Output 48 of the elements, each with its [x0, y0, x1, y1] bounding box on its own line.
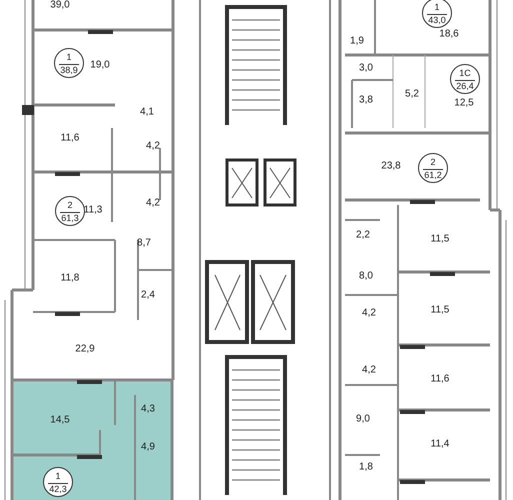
room-area-label: 11,4	[430, 438, 450, 450]
apartment-area: 61,2	[423, 169, 443, 180]
room-area-label: 11,6	[60, 132, 80, 144]
room-count: 1	[54, 471, 62, 481]
room-area-label: 2,2	[356, 230, 370, 240]
room-area-label: 8,7	[137, 238, 151, 248]
room-area-label: 4,2	[362, 308, 376, 318]
apartment-badge	[418, 153, 448, 183]
room-area-label: 4,1	[140, 106, 154, 118]
room-area-label: 22,9	[75, 344, 95, 354]
room-area-label: 11,8	[60, 272, 80, 284]
room-area-label: 14,5	[50, 414, 70, 426]
room-area-label: 11,5	[430, 304, 450, 316]
apartment-area: 38,9	[59, 64, 79, 75]
apartment-area: 43,0	[427, 14, 447, 25]
room-count: 1С	[458, 68, 472, 78]
room-area-label: 4,2	[146, 140, 160, 152]
room-area-label: 19,0	[90, 60, 110, 70]
apartment-area: 26,4	[455, 80, 475, 91]
room-area-label: 8,0	[359, 270, 373, 282]
room-area-label: 4,2	[362, 364, 376, 376]
room-area-label: 1,9	[350, 36, 364, 46]
room-area-label: 4,2	[146, 198, 160, 208]
room-area-label: 11,5	[430, 234, 450, 244]
room-area-label: 9,0	[356, 414, 370, 424]
apartment-area: 42,3	[48, 483, 68, 494]
room-area-label: 1,8	[359, 462, 373, 472]
room-area-label: 12,5	[454, 98, 474, 108]
room-count: 2	[66, 200, 74, 210]
room-area-label: 3,0	[359, 62, 373, 74]
room-count: 1	[433, 2, 440, 12]
room-area-label: 11,3	[84, 204, 102, 216]
room-area-label: 4,9	[141, 442, 155, 452]
room-area-label: 18,6	[439, 28, 459, 40]
room-count: 2	[429, 157, 436, 167]
apartment-badge	[55, 196, 85, 226]
room-area-label: 11,6	[430, 374, 450, 384]
apartment-badge	[54, 48, 84, 78]
room-count: 1	[65, 52, 72, 62]
room-area-label: 2,4	[141, 290, 155, 300]
room-area-label: 23,8	[381, 160, 401, 172]
apartment-area: 61,3	[60, 212, 80, 223]
room-area-label: 5,2	[405, 88, 419, 100]
room-area-label: 4,3	[141, 404, 155, 414]
room-area-label: 39,0	[50, 0, 70, 10]
room-area-label: 3,8	[359, 94, 373, 106]
apartment-badge	[422, 0, 452, 28]
apartment-badge	[450, 64, 480, 94]
